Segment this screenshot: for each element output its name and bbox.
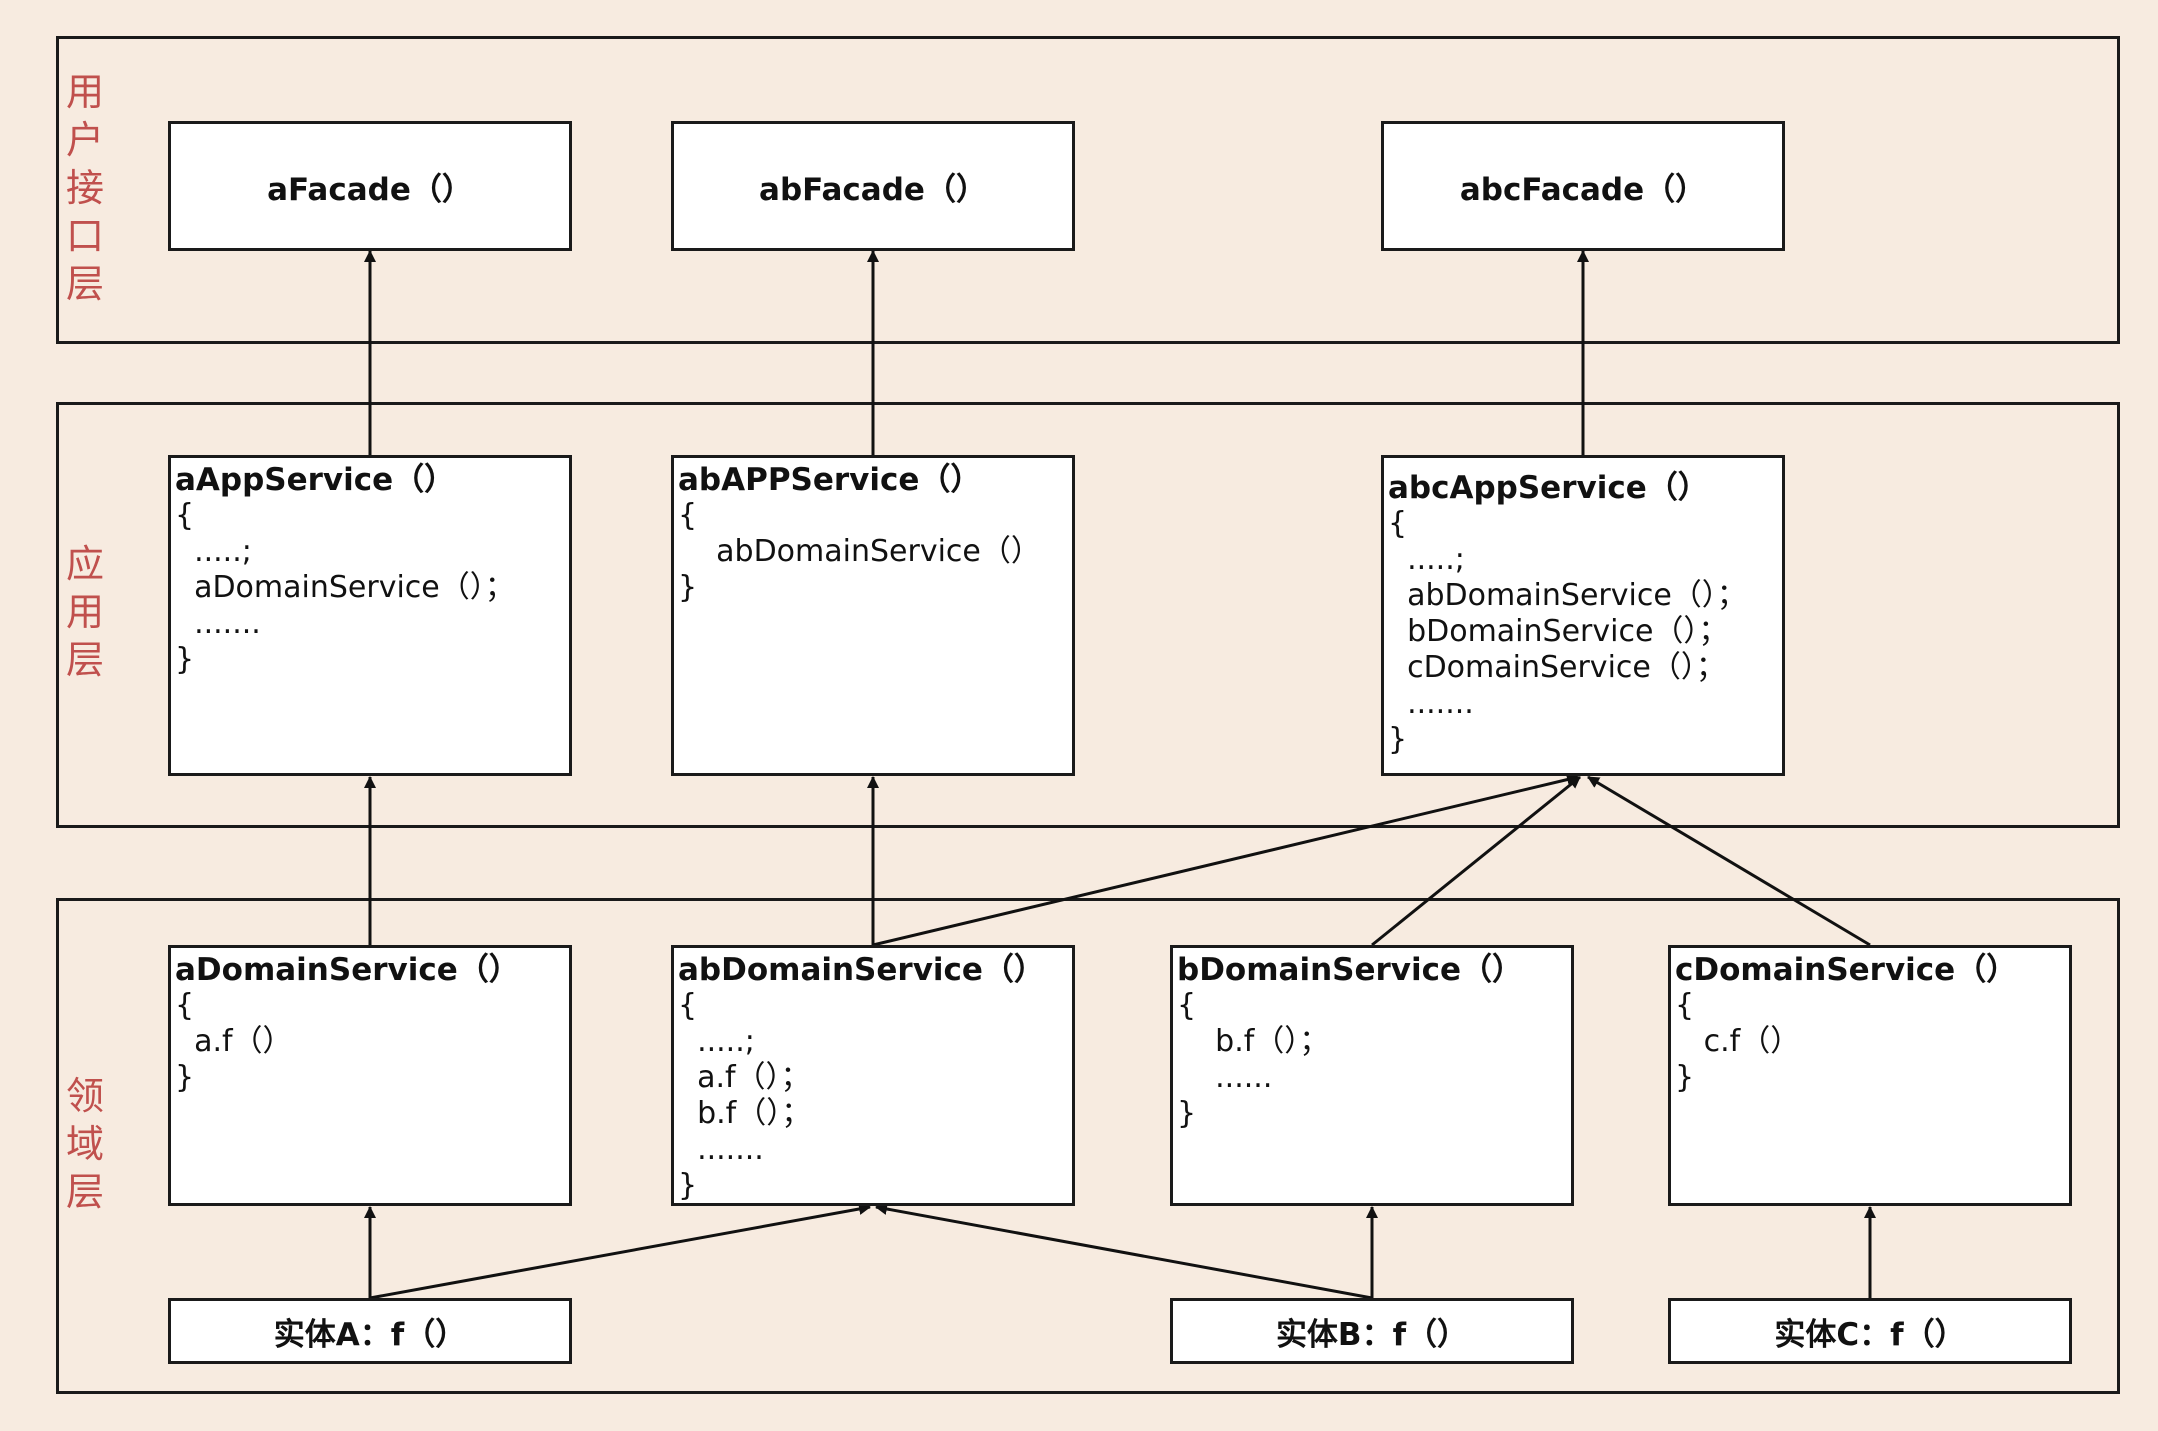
bdomainservice-title: bDomainService（） — [1177, 952, 1524, 988]
abcfacade-box: abcFacade（） — [1381, 121, 1785, 251]
arrow-cdomain-to-abcapp — [1587, 775, 1871, 947]
aappservice-title: aAppService（） — [175, 462, 456, 498]
abfacade-label: abFacade（） — [759, 171, 987, 208]
arrow-entitya-to-abdomain — [369, 1203, 871, 1300]
ui-layer-label: 用 户 接 口 层 — [65, 70, 104, 306]
afacade-box: aFacade（） — [168, 121, 572, 251]
ui-layer — [56, 36, 2120, 344]
domain-layer — [56, 898, 2120, 1394]
arrow-entityb-to-abdomain — [875, 1203, 1373, 1300]
abdomainservice-box: abDomainService（） { .....; a.f（）； b.f（）；… — [671, 945, 1075, 1206]
bdomainservice-box: bDomainService（） { b.f（）； ...... } — [1170, 945, 1574, 1206]
cdomainservice-body: { c.f（） } — [1675, 988, 1801, 1095]
abfacade-box: abFacade（） — [671, 121, 1075, 251]
entity-a-label: 实体A：f（） — [273, 1316, 467, 1353]
domain-layer-label: 领 域 层 — [65, 1074, 104, 1214]
entity-c-label: 实体C：f（） — [1774, 1316, 1966, 1353]
adomainservice-box: aDomainService（） { a.f（） } — [168, 945, 572, 1206]
afacade-label: aFacade（） — [267, 171, 473, 208]
abcfacade-label: abcFacade（） — [1459, 171, 1707, 208]
bdomainservice-body: { b.f（）； ...... } — [1177, 988, 1330, 1131]
entity-b-label: 实体B：f（） — [1275, 1316, 1469, 1353]
adomainservice-body: { a.f（） } — [175, 988, 293, 1095]
abdomainservice-title: abDomainService（） — [678, 952, 1045, 988]
abappservice-title: abAPPService（） — [678, 462, 982, 498]
arrow-abdomain-to-abcapp — [872, 773, 1579, 947]
entity-a-box: 实体A：f（） — [168, 1298, 572, 1364]
entity-c-box: 实体C：f（） — [1668, 1298, 2072, 1364]
app-layer — [56, 402, 2120, 828]
arrow-bdomain-to-abcapp — [1371, 775, 1581, 947]
abcappservice-box: abcAppService（） { .....; abDomainService… — [1381, 455, 1785, 776]
cdomainservice-title: cDomainService（） — [1675, 952, 2018, 988]
abappservice-body: { abDomainService（） } — [678, 498, 1041, 605]
entity-b-box: 实体B：f（） — [1170, 1298, 1574, 1364]
adomainservice-title: aDomainService（） — [175, 952, 520, 988]
abappservice-box: abAPPService（） { abDomainService（） } — [671, 455, 1075, 776]
aappservice-body: { .....; aDomainService（）； ....... } — [175, 498, 515, 677]
abcappservice-title: abcAppService（） — [1388, 470, 1709, 506]
abcappservice-body: { .....; abDomainService（）； bDomainServi… — [1388, 506, 1747, 757]
aappservice-box: aAppService（） { .....; aDomainService（）；… — [168, 455, 572, 776]
app-layer-label: 应 用 层 — [65, 542, 104, 682]
abdomainservice-body: { .....; a.f（）； b.f（）； ....... } — [678, 988, 812, 1203]
cdomainservice-box: cDomainService（） { c.f（） } — [1668, 945, 2072, 1206]
